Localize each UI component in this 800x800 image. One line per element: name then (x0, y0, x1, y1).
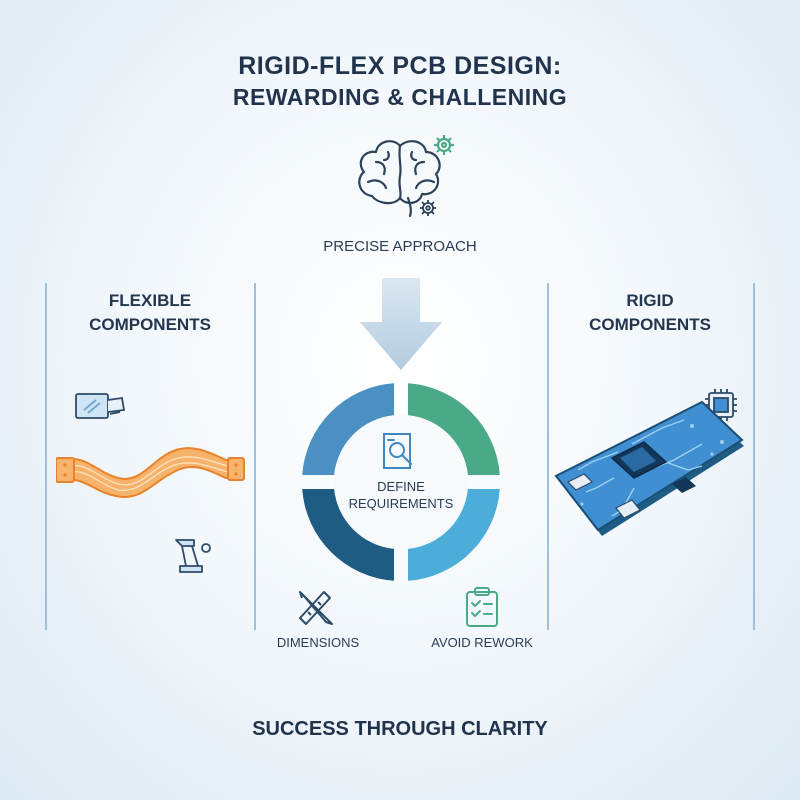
screen-icon (75, 393, 126, 419)
flexible-heading-line2: COMPONENTS (89, 315, 211, 334)
magnifier-document-icon (383, 433, 412, 469)
chip-icon (705, 389, 737, 421)
brain-gears-icon (358, 135, 454, 218)
dimensions-label: DIMENSIONS (276, 635, 360, 650)
center-label: DEFINE REQUIREMENTS (331, 478, 471, 512)
approach-label: PRECISE APPROACH (323, 238, 477, 255)
divider-right-inner (547, 283, 549, 630)
center-label-line1: DEFINE (377, 479, 425, 494)
ring-segment-top-right (408, 383, 500, 475)
divider-right-outer (753, 283, 755, 630)
flexible-components-heading: FLEXIBLE COMPONENTS (60, 289, 240, 337)
footer-tagline: SUCCESS THROUGH CLARITY (252, 718, 548, 740)
ring-segment-bottom-right (408, 489, 500, 581)
center-label-line2: REQUIREMENTS (348, 496, 454, 511)
rigid-pcb-icon (554, 400, 744, 536)
ruler-pencil-icon (299, 591, 333, 625)
flexible-heading-line1: FLEXIBLE (108, 291, 192, 310)
rigid-heading-line1: RIGID (626, 291, 674, 310)
hinge-icon (175, 539, 211, 573)
down-arrow-icon (360, 278, 442, 370)
requirements-ring (302, 383, 500, 581)
ring-segment-bottom-left (302, 489, 394, 581)
checklist-icon (466, 587, 498, 627)
rigid-components-heading: RIGID COMPONENTS (560, 289, 740, 337)
ring-segment-top-left (302, 383, 394, 475)
page-subtitle: REWARDING & CHALLENING (232, 84, 568, 110)
rigid-heading-line2: COMPONENTS (589, 315, 711, 334)
page-title: RIGID-FLEX PCB DESIGN: (238, 52, 562, 80)
avoid-rework-label: AVOID REWORK (431, 635, 533, 650)
flex-pcb-icon (56, 447, 245, 499)
divider-left-outer (45, 283, 47, 630)
divider-left-inner (254, 283, 256, 630)
